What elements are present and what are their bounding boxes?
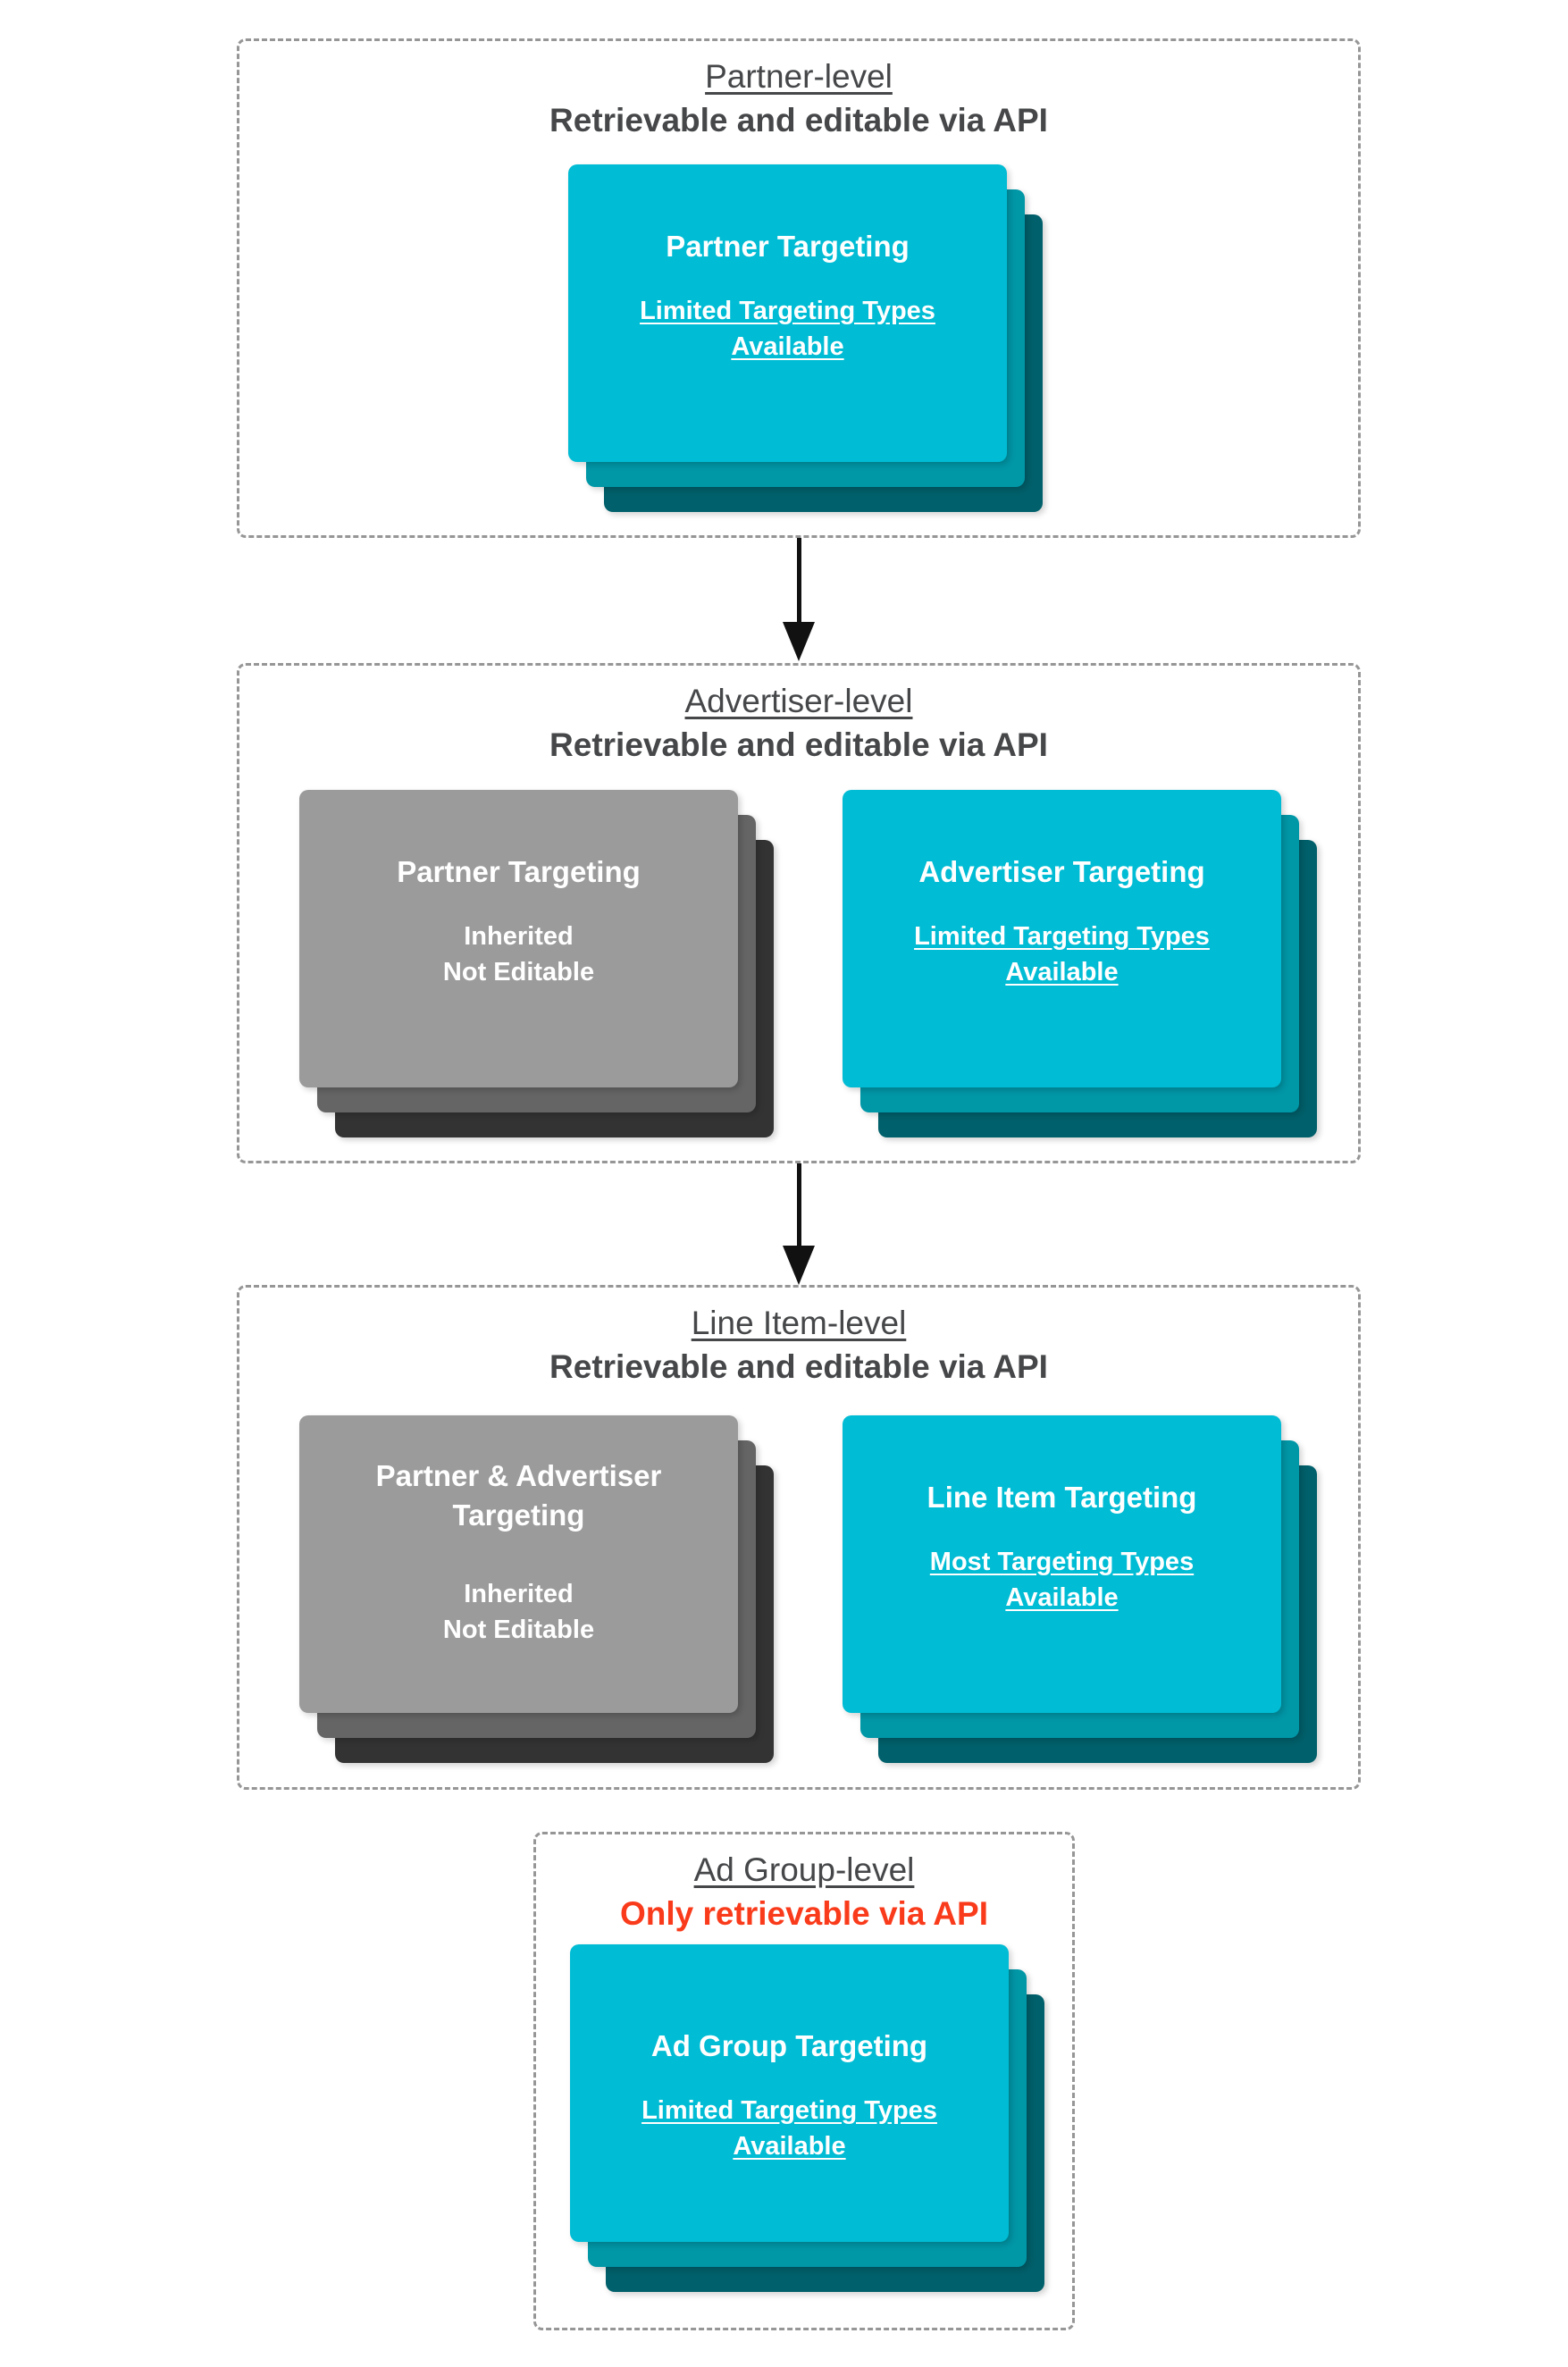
card-body: Limited Targeting Types Available bbox=[640, 293, 935, 365]
card-title: Partner & Advertiser Targeting bbox=[376, 1456, 662, 1535]
card-title: Line Item Targeting bbox=[927, 1481, 1197, 1514]
section-subtitle: Retrievable and editable via API bbox=[549, 1348, 1048, 1385]
section-title: Ad Group-level bbox=[693, 1851, 915, 1888]
card-body: Limited Targeting Types Available bbox=[641, 2093, 937, 2164]
section-header: Partner-level Retrievable and editable v… bbox=[239, 41, 1358, 141]
section-ad-group-level: Ad Group-level Only retrievable via API … bbox=[533, 1832, 1075, 2330]
section-subtitle: Only retrievable via API bbox=[620, 1895, 988, 1932]
section-header: Ad Group-level Only retrievable via API bbox=[536, 1834, 1072, 1935]
card-content: Partner & Advertiser Targeting Inherited… bbox=[299, 1415, 738, 1713]
card-body: Inherited Not Editable bbox=[443, 1576, 594, 1648]
card-partner-targeting: Partner Targeting Limited Targeting Type… bbox=[568, 164, 1043, 512]
card-body-line: Inherited bbox=[464, 922, 574, 951]
card-title: Advertiser Targeting bbox=[918, 855, 1205, 888]
card-body-line: Not Editable bbox=[442, 1616, 595, 1644]
card-title: Ad Group Targeting bbox=[650, 2029, 928, 2062]
card-body-line: Limited Targeting Types bbox=[640, 297, 935, 325]
card-body-line: Limited Targeting Types bbox=[914, 922, 1210, 951]
card-partner-advertiser-targeting-inherited: Partner & Advertiser Targeting Inherited… bbox=[299, 1415, 774, 1763]
section-header: Line Item-level Retrievable and editable… bbox=[239, 1288, 1358, 1388]
section-line-item-level: Line Item-level Retrievable and editable… bbox=[237, 1285, 1361, 1790]
card-body: Inherited Not Editable bbox=[443, 919, 594, 990]
card-body-line: Most Targeting Types bbox=[929, 1548, 1195, 1576]
card-body: Most Targeting Types Available bbox=[930, 1544, 1194, 1616]
arrow-shaft bbox=[796, 538, 801, 622]
section-partner-level: Partner-level Retrievable and editable v… bbox=[237, 38, 1361, 538]
card-title-line: Targeting bbox=[452, 1498, 585, 1532]
card-content: Line Item Targeting Most Targeting Types… bbox=[843, 1415, 1281, 1713]
flow-arrow-down-icon bbox=[783, 1163, 815, 1285]
section-title: Line Item-level bbox=[691, 1305, 907, 1341]
card-partner-targeting-inherited: Partner Targeting Inherited Not Editable bbox=[299, 790, 774, 1137]
card-content: Ad Group Targeting Limited Targeting Typ… bbox=[570, 1944, 1009, 2242]
card-stack-layer-front bbox=[299, 790, 738, 1087]
section-advertiser-level: Advertiser-level Retrievable and editabl… bbox=[237, 663, 1361, 1163]
card-body-line: Available bbox=[1005, 958, 1119, 986]
flow-arrow-down-icon bbox=[783, 538, 815, 661]
section-title: Advertiser-level bbox=[684, 683, 913, 719]
card-stack-layer-front bbox=[299, 1415, 738, 1713]
section-subtitle: Retrievable and editable via API bbox=[549, 102, 1048, 138]
card-body: Limited Targeting Types Available bbox=[914, 919, 1210, 990]
section-title: Partner-level bbox=[705, 58, 893, 95]
card-title: Partner Targeting bbox=[397, 855, 641, 888]
arrow-head bbox=[783, 622, 815, 661]
card-body-line: Inherited bbox=[464, 1580, 574, 1608]
arrow-shaft bbox=[796, 1163, 801, 1246]
card-body-line: Available bbox=[733, 2132, 846, 2161]
card-content: Partner Targeting Limited Targeting Type… bbox=[568, 164, 1007, 462]
card-body-line: Limited Targeting Types bbox=[641, 2096, 937, 2125]
card-stack-layer-front bbox=[570, 1944, 1009, 2242]
card-body-line: Available bbox=[731, 332, 844, 361]
card-title-line: Partner & Advertiser bbox=[375, 1459, 662, 1492]
card-advertiser-targeting: Advertiser Targeting Limited Targeting T… bbox=[843, 790, 1317, 1137]
card-stack-layer-front bbox=[843, 1415, 1281, 1713]
card-body-line: Available bbox=[1005, 1583, 1119, 1612]
card-title: Partner Targeting bbox=[666, 230, 910, 263]
card-stack-layer-front bbox=[568, 164, 1007, 462]
section-subtitle: Retrievable and editable via API bbox=[549, 726, 1048, 763]
section-header: Advertiser-level Retrievable and editabl… bbox=[239, 666, 1358, 766]
card-line-item-targeting: Line Item Targeting Most Targeting Types… bbox=[843, 1415, 1317, 1763]
card-content: Partner Targeting Inherited Not Editable bbox=[299, 790, 738, 1087]
card-ad-group-targeting: Ad Group Targeting Limited Targeting Typ… bbox=[570, 1944, 1044, 2292]
card-content: Advertiser Targeting Limited Targeting T… bbox=[843, 790, 1281, 1087]
card-body-line: Not Editable bbox=[442, 958, 595, 986]
arrow-head bbox=[783, 1246, 815, 1285]
card-stack-layer-front bbox=[843, 790, 1281, 1087]
